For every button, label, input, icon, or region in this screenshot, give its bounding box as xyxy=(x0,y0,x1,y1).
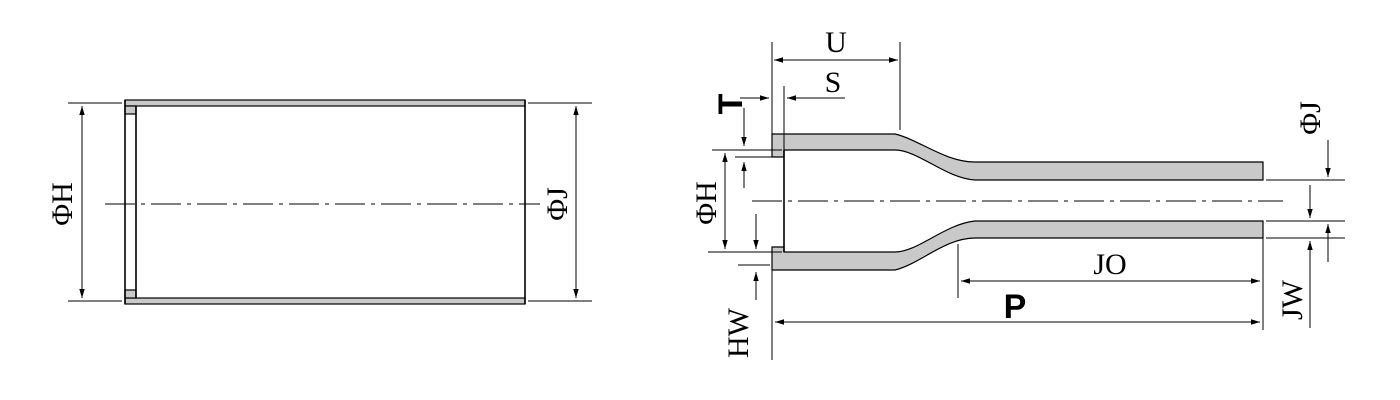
label-jw: JW xyxy=(1276,279,1309,320)
label-phi-j: ΦJ xyxy=(541,187,574,221)
sleeve-before-shrink-view: ΦH ΦJ xyxy=(46,99,592,305)
top-wall xyxy=(124,99,526,107)
label-phi-h-shrunk: ΦH xyxy=(690,181,723,225)
bottom-wall xyxy=(124,297,526,305)
shrunk-bottom-wall xyxy=(771,220,1264,271)
label-u: U xyxy=(825,26,847,59)
label-phi-j-shrunk: ΦJ xyxy=(1294,101,1327,135)
sleeve-after-shrink-view: U S T ΦH HW P JO ΦJ xyxy=(690,26,1345,360)
label-jo: JO xyxy=(1093,248,1126,281)
label-hw: HW xyxy=(722,307,755,358)
top-end-tab xyxy=(124,105,137,115)
bottom-end-tab xyxy=(124,289,137,299)
label-p: P xyxy=(1004,288,1027,326)
shrunk-top-wall xyxy=(771,133,1264,181)
label-phi-h: ΦH xyxy=(46,182,79,226)
label-t: T xyxy=(712,93,750,114)
label-s: S xyxy=(825,66,842,99)
